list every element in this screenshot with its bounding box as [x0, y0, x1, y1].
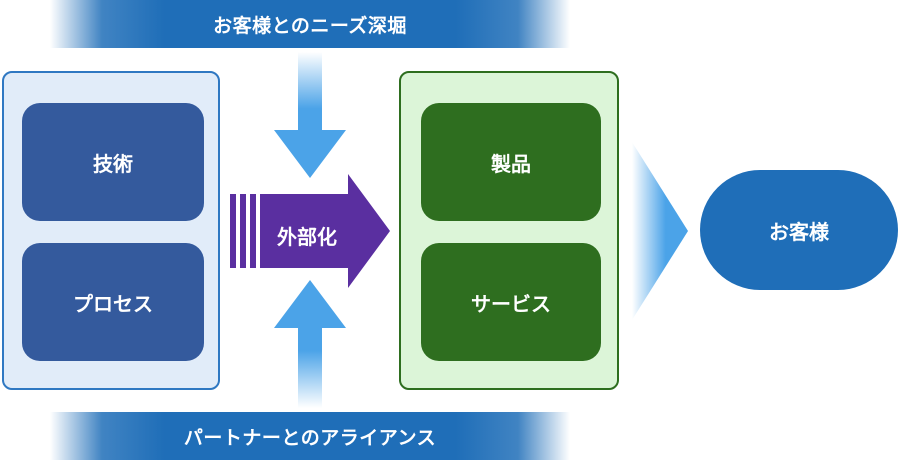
- technology-label: 技術: [93, 151, 133, 176]
- process-box: プロセス: [22, 243, 204, 361]
- service-box: サービス: [421, 243, 601, 361]
- customer-needs-label: お客様とのニーズ深堀: [213, 14, 407, 37]
- customer-label: お客様: [769, 219, 829, 244]
- partner-alliance-label: パートナーとのアライアンス: [183, 426, 437, 449]
- externalize-label: 外部化: [277, 224, 337, 249]
- partner-alliance-banner: パートナーとのアライアンス: [50, 412, 570, 460]
- technology-box: 技術: [22, 103, 204, 221]
- customer-pill: お客様: [700, 170, 898, 290]
- alliance-up-arrow: [274, 280, 346, 408]
- product-label: 製品: [491, 151, 531, 176]
- offerings-group: 製品 サービス: [399, 71, 619, 390]
- externalize-label-box: 外部化: [262, 212, 352, 258]
- arrow-stripe-1: [230, 194, 236, 268]
- customer-needs-banner: お客様とのニーズ深堀: [50, 0, 570, 48]
- service-label: サービス: [471, 291, 551, 316]
- arrow-stripe-2: [240, 194, 246, 268]
- needs-down-arrow: [274, 52, 346, 178]
- externalize-arrow: [260, 174, 390, 288]
- process-label: プロセス: [73, 291, 153, 316]
- capabilities-group: 技術 プロセス: [2, 71, 220, 390]
- arrow-stripe-3: [250, 194, 256, 268]
- product-box: 製品: [421, 103, 601, 221]
- to-customer-chevron: [632, 142, 688, 320]
